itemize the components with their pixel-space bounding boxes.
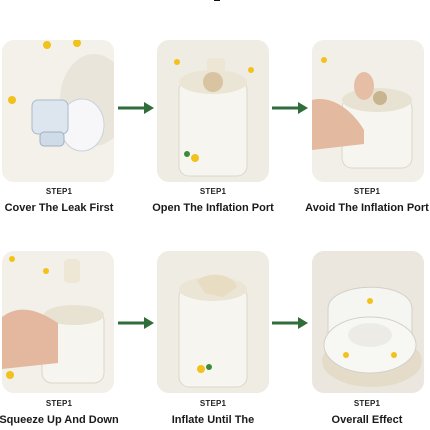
step-caption: Cover The Leak First xyxy=(4,202,114,214)
step-caption: Overall Effect xyxy=(331,414,403,426)
step-label: STEP1 xyxy=(45,187,73,196)
step-label: STEP1 xyxy=(45,399,73,408)
step-label: STEP1 xyxy=(353,399,381,408)
step-photo-overall-effect xyxy=(312,251,424,393)
step-label: STEP1 xyxy=(199,399,227,408)
step-caption: Squeeze Up And Down xyxy=(0,414,119,426)
step-caption: Inflate Until The xyxy=(171,414,255,426)
arrow-icon xyxy=(118,102,154,114)
step-label: STEP1 xyxy=(199,187,227,196)
step-photo-squeeze xyxy=(2,251,114,393)
arrow-icon xyxy=(118,317,154,329)
step-photo-inflate xyxy=(157,251,269,393)
arrow-icon xyxy=(272,102,308,114)
step-photo-avoid-port xyxy=(312,40,424,182)
step-label: STEP1 xyxy=(353,187,381,196)
arrow-icon xyxy=(272,317,308,329)
step-caption: Avoid The Inflation Port xyxy=(305,202,429,214)
cropped-title-fragment xyxy=(214,0,220,1)
step-photo-open-port xyxy=(157,40,269,182)
step-photo-cover-leak xyxy=(2,40,114,182)
step-caption: Open The Inflation Port xyxy=(152,202,274,214)
